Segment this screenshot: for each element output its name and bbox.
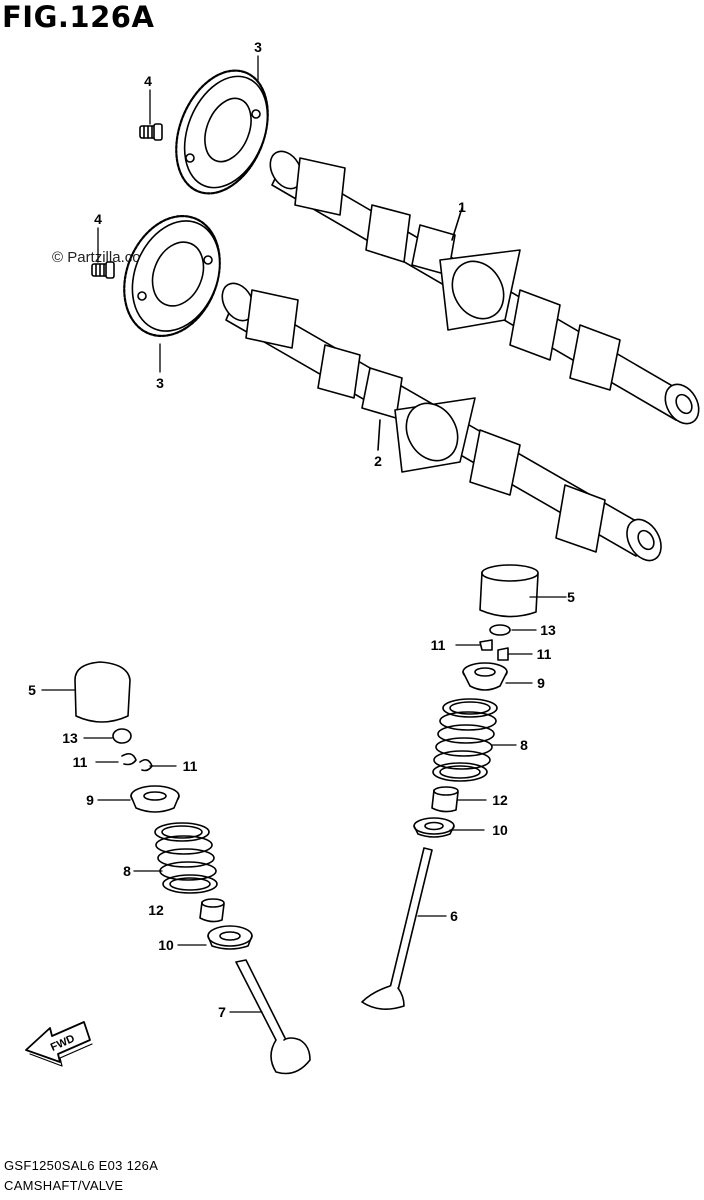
callout-1: 1 [458,199,466,215]
cam-sprocket-lower [123,214,221,338]
callout-11-right-a: 11 [431,637,446,653]
callout-4-lower: 4 [94,211,102,227]
valve-spring-left [154,822,218,894]
retainer-left [130,785,180,813]
callout-5-left: 5 [28,682,36,698]
sprocket-bolt-upper [139,123,163,141]
stem-seal-right [431,786,459,813]
callout-5-right: 5 [567,589,575,605]
callout-13-right: 13 [540,622,556,638]
figure-title: FIG.126A [2,0,155,34]
sprocket-bolt-lower [91,261,115,279]
fwd-arrow-icon [25,1021,93,1067]
spring-seat-right [413,817,455,838]
callout-2: 2 [374,453,382,469]
callout-9-left: 9 [86,792,94,808]
callout-7: 7 [218,1004,226,1020]
shim-left [112,728,132,744]
cam-sprocket-upper [175,69,269,195]
camshaft-lower [221,282,662,562]
callout-11-left-b: 11 [183,758,198,774]
callout-10-right: 10 [492,822,508,838]
callout-12-left: 12 [148,902,164,918]
callout-3-upper: 3 [254,39,262,55]
callout-9-right: 9 [537,675,545,691]
callout-12-right: 12 [492,792,508,808]
cotter-left [121,752,153,772]
figure-code: GSF1250SAL6 E03 126A [4,1158,159,1173]
callout-11-left-a: 11 [73,754,88,770]
callout-8-right: 8 [520,737,528,753]
callout-10-left: 10 [158,937,174,953]
retainer-right [462,662,508,691]
tappet-right [479,564,539,618]
camshaft-upper [269,150,700,425]
spring-seat-left [207,925,253,950]
figure-name: CAMSHAFT/VALVE [4,1178,124,1193]
leader-lines [41,55,567,1013]
valve-left [235,959,311,1075]
callout-6: 6 [450,908,458,924]
callout-3-lower: 3 [156,375,164,391]
callout-11-right-b: 11 [537,646,552,662]
callout-13-left: 13 [62,730,78,746]
callout-4-upper: 4 [144,73,152,89]
valve-right [361,847,433,1010]
valve-spring-right [432,698,498,782]
stem-seal-left [199,898,225,923]
cotter-right [479,639,509,661]
tappet-left [74,661,131,723]
watermark: © Partzilla.com [52,249,154,266]
shim-right [489,624,511,636]
callout-8-left: 8 [123,863,131,879]
